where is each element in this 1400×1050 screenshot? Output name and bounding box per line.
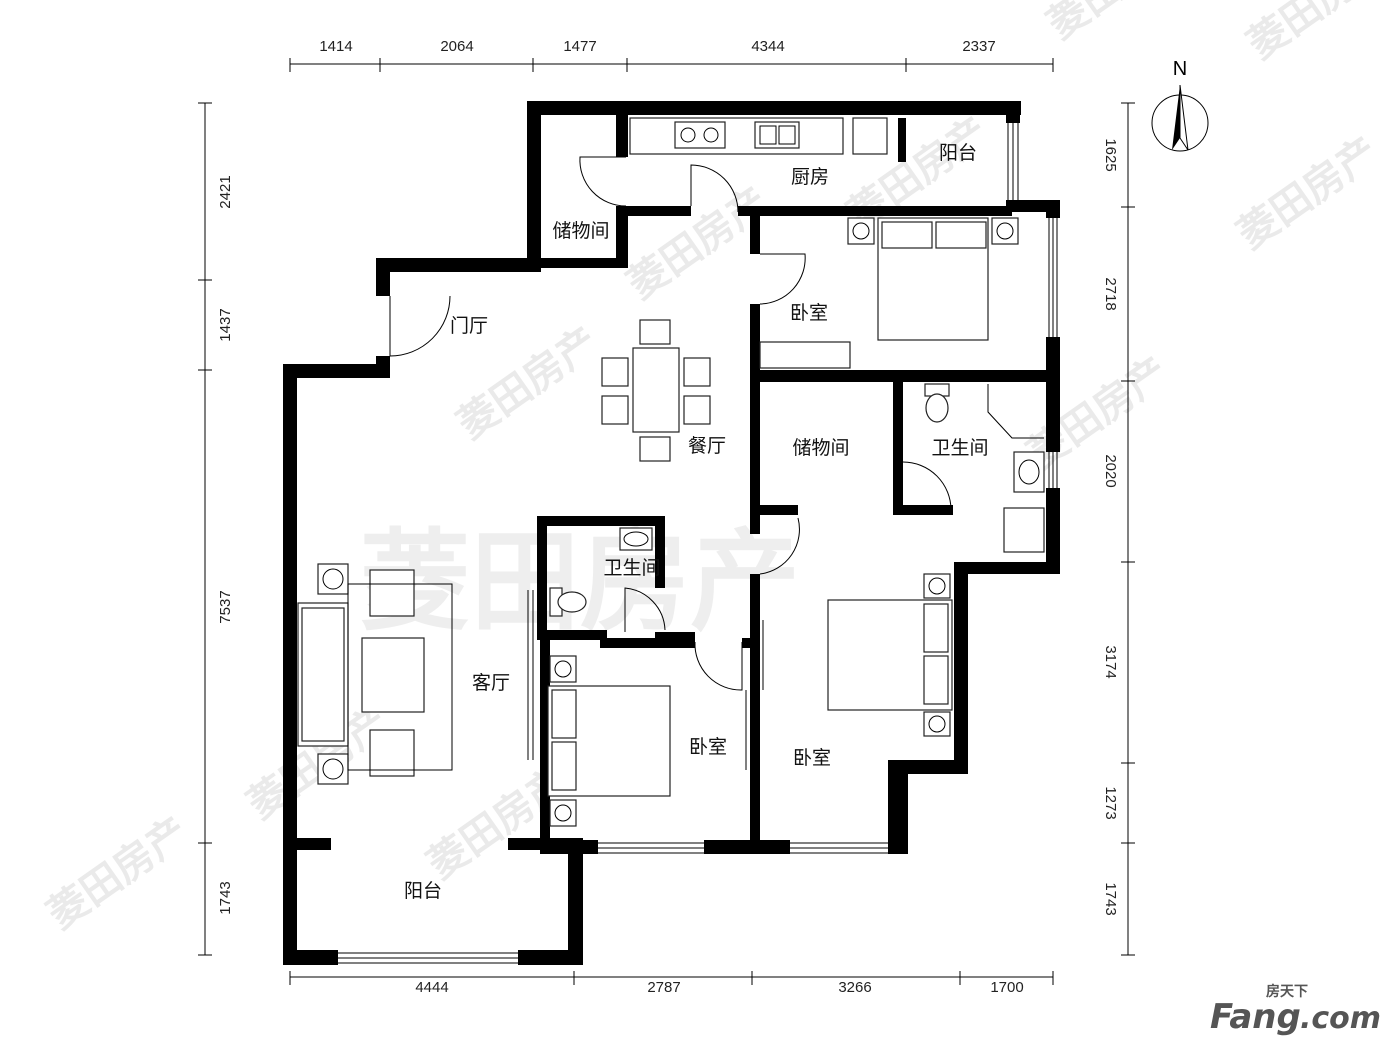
logo-top: 房天下 — [1266, 983, 1308, 1000]
dim-right-3: 2020 — [1102, 454, 1119, 487]
kitchen-counter — [629, 117, 888, 155]
dim-left-3: 7537 — [217, 590, 234, 623]
dim-right-1: 1625 — [1102, 138, 1119, 171]
dim-left-1: 2421 — [217, 175, 234, 208]
dim-right-6: 1743 — [1102, 882, 1119, 915]
label-living: 客厅 — [472, 672, 510, 694]
dim-bottom-3: 3266 — [838, 979, 871, 996]
windows — [338, 123, 1058, 964]
fridge-icon — [852, 117, 888, 155]
label-bedroom-small: 卧室 — [689, 736, 727, 758]
label-bath-center: 卫生间 — [603, 557, 660, 579]
dim-bottom-2: 2787 — [647, 979, 680, 996]
dimension-labels-top: 1414 2064 1477 4344 2337 — [319, 38, 995, 55]
dimension-labels-bottom: 4444 2787 3266 1700 — [415, 979, 1023, 996]
dim-bottom-1: 4444 — [415, 979, 448, 996]
dim-top-1: 1414 — [319, 38, 352, 55]
dim-left-4: 1743 — [217, 881, 234, 914]
room-labels: 厨房 阳台 储物间 门厅 餐厅 卧室 储物间 卫生间 卫生间 客厅 卧室 卧室 … — [404, 142, 989, 902]
label-kitchen: 厨房 — [791, 166, 829, 188]
label-balcony-south: 阳台 — [404, 880, 442, 902]
dim-top-4: 4344 — [751, 38, 784, 55]
watermark-big: 菱田房产 — [360, 518, 800, 646]
dining-table — [601, 319, 711, 462]
dimension-lines — [198, 58, 1135, 985]
dim-bottom-4: 1700 — [990, 979, 1023, 996]
bed-small — [547, 655, 671, 827]
compass-label: N — [1173, 58, 1187, 80]
watermark: 菱田房产 — [39, 809, 196, 938]
bed-se — [827, 573, 953, 737]
fang-logo: 房天下 Fang .com — [1210, 983, 1381, 1037]
dimension-labels-right: 1625 2718 2020 3174 1273 1743 — [1102, 138, 1119, 915]
logo-main: Fang — [1210, 997, 1301, 1037]
dim-left-2: 1437 — [217, 308, 234, 341]
watermark: 菱田房产 — [1239, 0, 1396, 68]
dim-right-2: 2718 — [1102, 277, 1119, 310]
watermark: 菱田房产 — [1229, 129, 1386, 258]
living-furniture — [297, 563, 453, 785]
dim-right-5: 1273 — [1102, 786, 1119, 819]
bath-center-fixtures — [549, 527, 653, 617]
dim-top-5: 2337 — [962, 38, 995, 55]
doors — [389, 156, 952, 691]
bed-ne — [759, 217, 1019, 369]
bath-east-fixtures — [924, 383, 1045, 553]
label-storage-2: 储物间 — [792, 437, 849, 459]
label-balcony-north: 阳台 — [939, 142, 977, 164]
label-bedroom-ne: 卧室 — [790, 302, 828, 324]
coffee-table — [361, 637, 425, 713]
dim-top-3: 1477 — [563, 38, 596, 55]
label-foyer: 门厅 — [450, 315, 488, 337]
compass-icon: N — [1151, 58, 1209, 152]
logo-dot: .com — [1300, 1001, 1381, 1036]
label-bath-east: 卫生间 — [931, 437, 988, 459]
dimension-labels-left: 2421 1437 7537 1743 — [217, 175, 234, 914]
dim-top-2: 2064 — [440, 38, 473, 55]
label-storage-1: 储物间 — [552, 220, 609, 242]
dim-right-4: 3174 — [1102, 645, 1119, 678]
watermark: 菱田房产 — [1039, 0, 1196, 48]
wardrobe — [759, 341, 851, 369]
stove-icon — [674, 121, 726, 149]
label-dining: 餐厅 — [688, 435, 726, 457]
label-bedroom-se: 卧室 — [793, 747, 831, 769]
watermark: 菱田房产 — [449, 319, 606, 448]
